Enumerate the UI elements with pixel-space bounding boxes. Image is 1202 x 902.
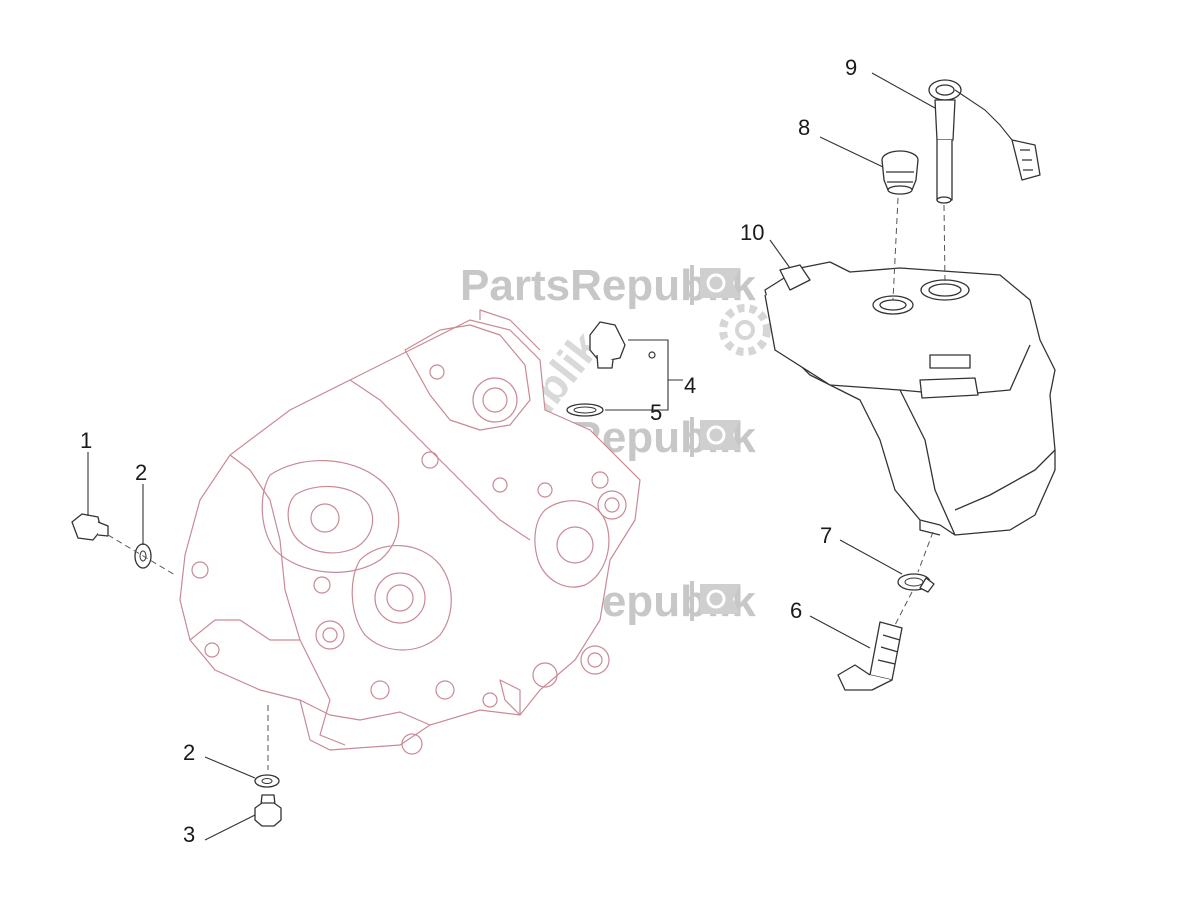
callout-2-lower: 2 — [183, 740, 195, 765]
gear-flag-icon — [700, 584, 740, 614]
drain-plug — [254, 794, 282, 827]
watermark-1: PartsRepublik — [460, 261, 756, 310]
oil-tank — [764, 261, 1056, 536]
callout-4: 4 — [684, 373, 696, 398]
callout-2-upper: 2 — [135, 460, 147, 485]
callout-8: 8 — [798, 115, 810, 140]
oil-plug-cap — [589, 321, 626, 369]
callout-7: 7 — [820, 523, 832, 548]
callout-5: 5 — [650, 400, 662, 425]
engine-crankcase — [179, 309, 641, 755]
watermark-divider — [690, 417, 694, 457]
callout-labels: 1 2 2 3 4 5 6 7 8 9 10 — [80, 55, 857, 847]
callout-6: 6 — [790, 598, 802, 623]
hose-clamp — [897, 573, 935, 593]
gear-flag-icon — [700, 268, 740, 298]
callout-10: 10 — [740, 220, 764, 245]
o-ring — [566, 403, 604, 417]
washer-lower — [254, 774, 280, 788]
assembly-axes — [107, 197, 946, 770]
hose-fitting — [837, 621, 903, 691]
callout-9: 9 — [845, 55, 857, 80]
watermark-divider — [690, 265, 694, 305]
gear-icon — [719, 304, 771, 356]
bolt — [71, 513, 109, 541]
callout-3: 3 — [183, 822, 195, 847]
leader-lines — [87, 72, 936, 841]
oil-level-sensor — [928, 79, 1041, 204]
watermark-divider — [690, 581, 694, 621]
gear-flag-icon — [700, 420, 740, 450]
callout-1: 1 — [80, 428, 92, 453]
filler-cap — [881, 150, 919, 195]
